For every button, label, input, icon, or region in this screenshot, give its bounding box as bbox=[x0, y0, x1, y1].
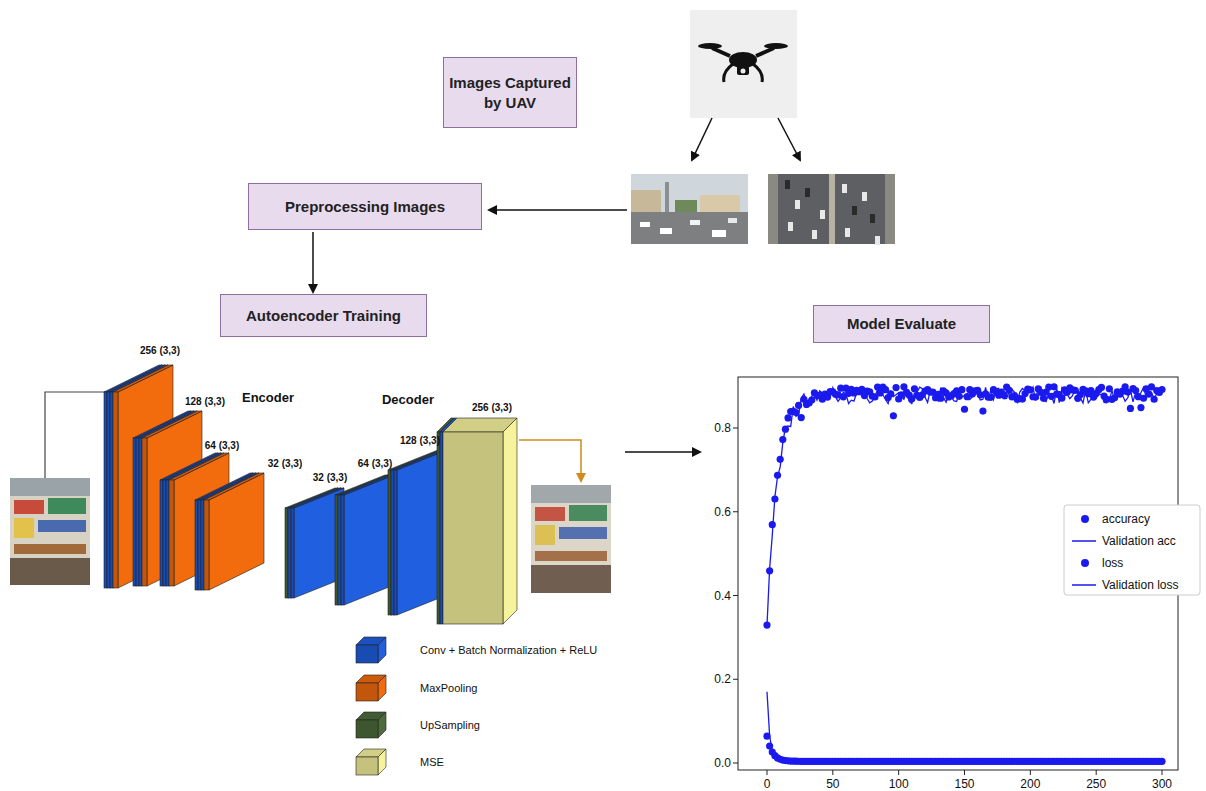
axis-tick-label: 250 bbox=[1086, 777, 1106, 791]
box-label: Preprocessing Images bbox=[285, 197, 445, 217]
flow-arrow bbox=[312, 232, 314, 292]
axis-tick-label: 0.0 bbox=[714, 756, 731, 770]
legend-text: MSE bbox=[420, 756, 444, 768]
axis-tick-label: 0 bbox=[764, 777, 771, 791]
axis-tick-label: 200 bbox=[1020, 777, 1040, 791]
axis-tick-label: 150 bbox=[954, 777, 974, 791]
layer-label: 32 (3,3) bbox=[268, 458, 302, 469]
layer-label: 32 (3,3) bbox=[313, 472, 347, 483]
legend-text: loss bbox=[1102, 556, 1123, 570]
process-box: Model Evaluate bbox=[813, 305, 990, 343]
aerial-photo bbox=[768, 174, 895, 245]
legend-swatch bbox=[352, 633, 392, 667]
legend-swatch bbox=[352, 708, 392, 742]
axis-tick-label: 50 bbox=[826, 777, 839, 791]
box-label: Autoencoder Training bbox=[246, 306, 401, 326]
axis-tick-label: 0.2 bbox=[714, 672, 731, 686]
legend-swatch bbox=[352, 671, 392, 705]
box-label: Images Captured by UAV bbox=[444, 73, 576, 112]
axis-tick-label: 0.4 bbox=[714, 589, 731, 603]
layer-label: Encoder bbox=[242, 390, 294, 405]
layer-label: Decoder bbox=[382, 392, 434, 407]
legend-text: MaxPooling bbox=[420, 682, 477, 694]
legend-text: Conv + Batch Normalization + ReLU bbox=[420, 644, 597, 656]
layer-label: 128 (3,3) bbox=[400, 435, 440, 446]
layer-label: 128 (3,3) bbox=[185, 396, 225, 407]
process-box: Images Captured by UAV bbox=[443, 57, 577, 128]
legend-swatch bbox=[352, 745, 392, 779]
process-box: Preprocessing Images bbox=[248, 183, 482, 230]
legend-text: accuracy bbox=[1102, 512, 1150, 526]
chart bbox=[733, 377, 1200, 775]
layer-label: 256 (3,3) bbox=[140, 345, 180, 356]
process-box: Autoencoder Training bbox=[220, 294, 427, 337]
layer-label: 256 (3,3) bbox=[472, 402, 512, 413]
legend-text: UpSampling bbox=[420, 719, 480, 731]
axis-tick-label: 300 bbox=[1152, 777, 1172, 791]
legend-text: Validation loss bbox=[1102, 578, 1179, 592]
layer-label: 64 (3,3) bbox=[205, 440, 239, 451]
layer-label: 64 (3,3) bbox=[358, 458, 392, 469]
output-image bbox=[531, 485, 611, 593]
axis-tick-label: 0.6 bbox=[714, 505, 731, 519]
legend-text: Validation acc bbox=[1102, 534, 1176, 548]
input-image bbox=[10, 478, 90, 585]
street-photo bbox=[631, 174, 748, 244]
axis-tick-label: 100 bbox=[889, 777, 909, 791]
drone-icon bbox=[690, 10, 797, 118]
axis-tick-label: 0.8 bbox=[714, 421, 731, 435]
box-label: Model Evaluate bbox=[847, 314, 956, 334]
